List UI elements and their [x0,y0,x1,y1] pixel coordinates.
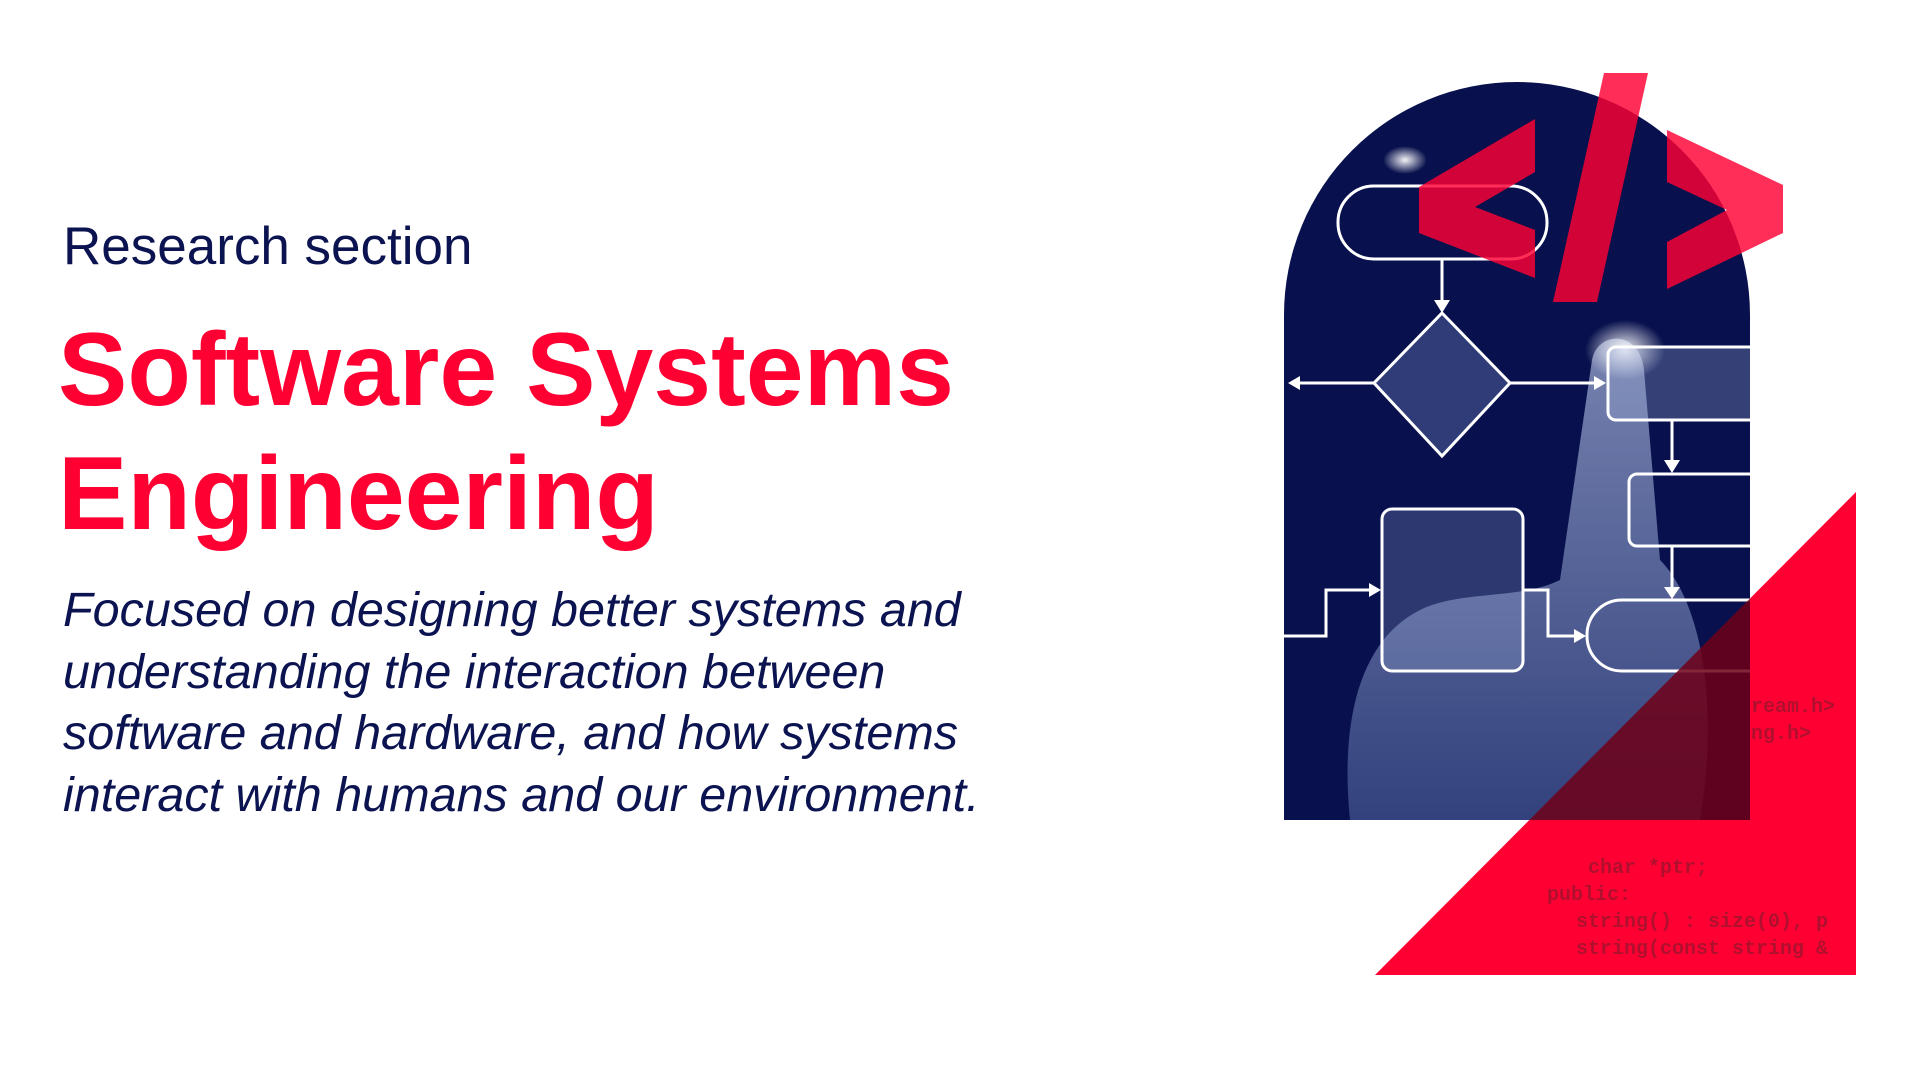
code-snippet: ream.h> ng.h> char *ptr; public: string(… [1547,696,1835,961]
code-line: ng.h> [1751,723,1811,746]
code-tag-icon [1419,73,1783,302]
description-line: software and hardware, and how systems [63,706,959,760]
description-line: Focused on designing better systems and [63,583,961,637]
description-line: interact with humans and our environment… [63,767,980,822]
code-line: public: [1547,884,1631,907]
code-line: ream.h> [1751,696,1835,719]
code-line: char *ptr; [1588,857,1708,880]
title-line-1: Software Systems [58,312,954,428]
code-line: string(const string & [1576,938,1828,961]
section-label: Research section [63,217,473,276]
page-title: Software Systems Engineering [58,308,954,556]
description-line: understanding the interaction between [63,644,886,699]
section-description: Focused on designing better systems and … [63,580,1163,826]
code-line: string() : size(0), p [1576,911,1828,934]
title-line-2: Engineering [58,436,659,552]
flowchart-photo [1284,82,1750,820]
